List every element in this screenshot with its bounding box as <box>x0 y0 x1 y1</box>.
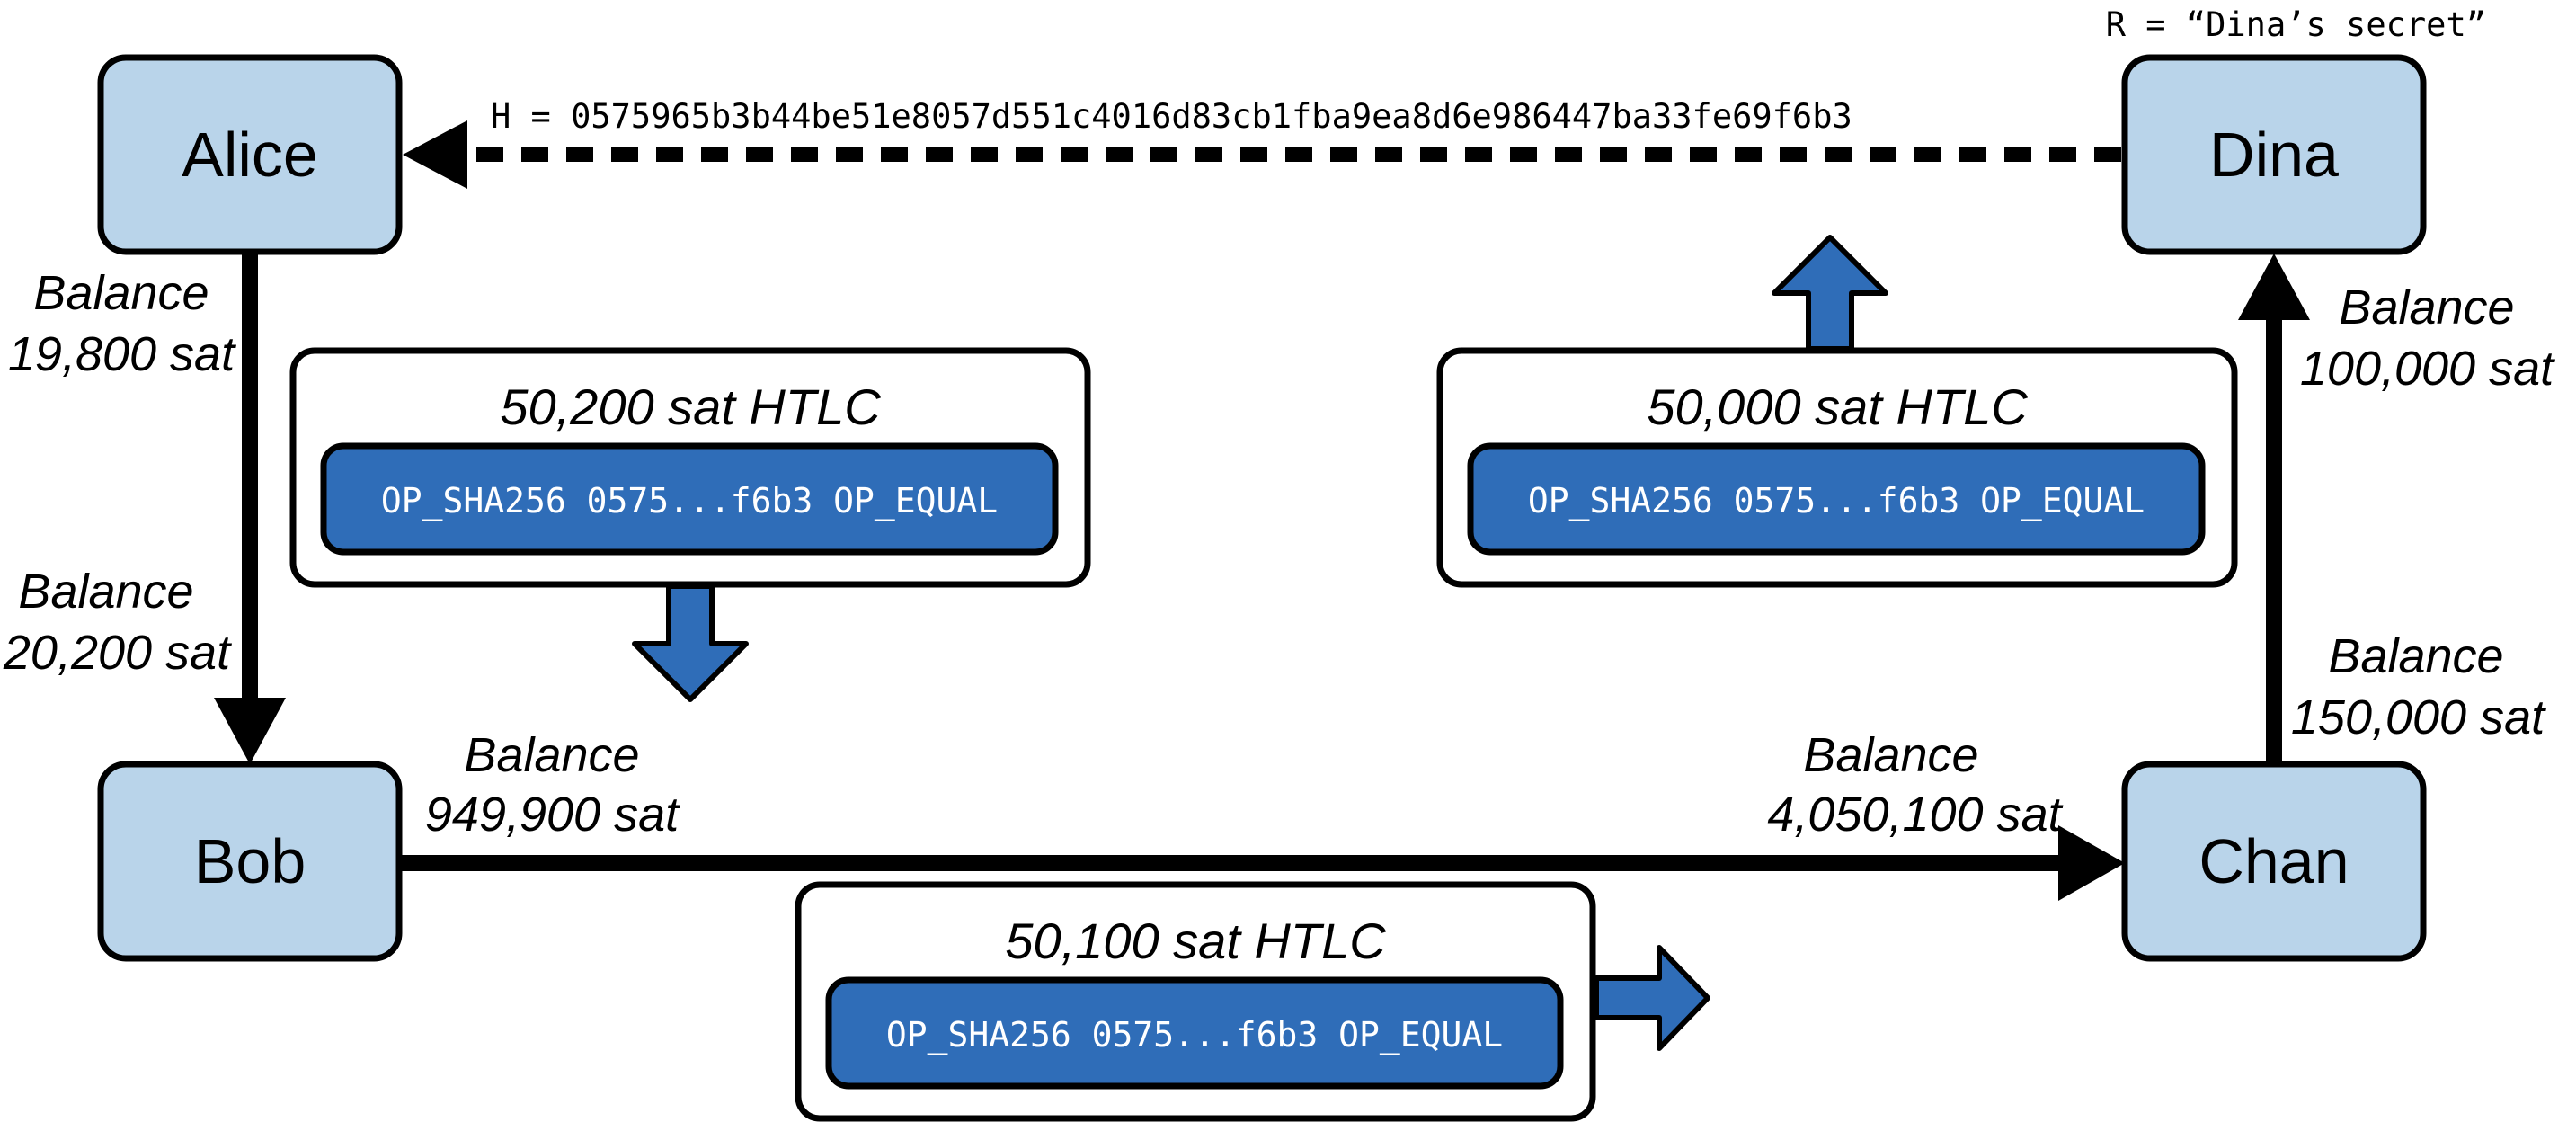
balance-bob-top-label: Balance <box>18 565 193 619</box>
balance-chan-top-label: Balance <box>2328 629 2503 683</box>
htlc-2-script-box <box>825 976 1564 1090</box>
htlc-3-script-box <box>1467 442 2206 556</box>
htlc-2-script: OP_SHA256 0575...f6b3 OP_EQUAL <box>886 1015 1503 1055</box>
chan-dina-arrowhead-icon <box>2238 254 2310 320</box>
htlc-3-title: 50,000 sat HTLC <box>1647 379 2028 435</box>
node-alice-label: Alice <box>182 120 318 190</box>
htlc-1-script-box <box>320 442 1059 556</box>
balance-chan-left-label: Balance <box>1803 728 1978 782</box>
balance-dina-value: 100,000 sat <box>2300 342 2555 396</box>
htlc-1-script: OP_SHA256 0575...f6b3 OP_EQUAL <box>381 481 998 521</box>
htlc-card-2[interactable]: 50,100 sat HTLC OP_SHA256 0575...f6b3 OP… <box>795 881 1596 1122</box>
balance-alice-value: 19,800 sat <box>8 327 236 381</box>
balance-bob-right-value: 949,900 sat <box>425 788 680 842</box>
node-dina[interactable]: Dina <box>2121 54 2427 255</box>
node-bob[interactable]: Bob <box>97 761 403 962</box>
hash-arrowhead-icon <box>403 120 467 189</box>
alice-bob-arrowhead-icon <box>214 698 286 764</box>
balance-alice-label: Balance <box>33 266 209 320</box>
payment-hash: H = 0575965b3b44be51e8057d551c4016d83cb1… <box>491 97 1852 136</box>
htlc-card-3[interactable]: 50,000 sat HTLC OP_SHA256 0575...f6b3 OP… <box>1436 347 2238 588</box>
bob-chan-arrowhead-icon <box>2058 825 2125 901</box>
htlc-1-title: 50,200 sat HTLC <box>500 379 881 435</box>
htlc-card-1[interactable]: 50,200 sat HTLC OP_SHA256 0575...f6b3 OP… <box>289 347 1091 588</box>
down-arrow-icon <box>632 583 749 702</box>
htlc-2-title: 50,100 sat HTLC <box>1005 913 1386 969</box>
balance-bob-top-value: 20,200 sat <box>3 626 232 680</box>
node-bob-label: Bob <box>194 826 306 896</box>
htlc-3-script: OP_SHA256 0575...f6b3 OP_EQUAL <box>1528 481 2145 521</box>
balance-chan-top-value: 150,000 sat <box>2291 690 2546 744</box>
balance-dina-label: Balance <box>2339 281 2514 334</box>
up-arrow-icon <box>1772 235 1888 352</box>
balance-bob-right-label: Balance <box>464 728 639 782</box>
node-dina-label: Dina <box>2209 120 2339 190</box>
node-chan[interactable]: Chan <box>2121 761 2427 962</box>
node-alice[interactable]: Alice <box>97 54 403 255</box>
secret-preimage: R = “Dina’s secret” <box>2106 5 2486 44</box>
right-arrow-icon <box>1594 945 1710 1051</box>
node-chan-label: Chan <box>2198 826 2349 896</box>
balance-chan-left-value: 4,050,100 sat <box>1767 788 2063 842</box>
